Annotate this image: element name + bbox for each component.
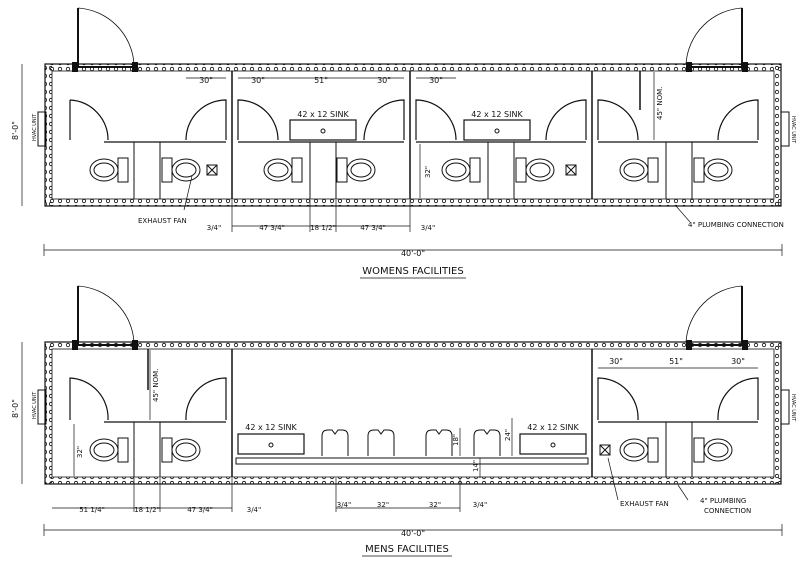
svg-text:30": 30"	[429, 76, 443, 85]
svg-text:EXHAUST FAN: EXHAUST FAN	[620, 500, 669, 508]
svg-text:45" NOM.: 45" NOM.	[656, 87, 664, 120]
hvac-unit-right: HVAC UNIT	[780, 111, 796, 147]
svg-text:3/4": 3/4"	[421, 224, 436, 232]
svg-text:3/4": 3/4"	[207, 224, 222, 232]
svg-text:40'-0": 40'-0"	[401, 249, 425, 258]
svg-text:HVAC UNIT: HVAC UNIT	[32, 113, 38, 141]
entry-door-right	[685, 7, 748, 72]
womens-title: WOMENS FACILITIES	[362, 266, 463, 277]
svg-text:18 1/2": 18 1/2"	[134, 506, 160, 514]
svg-text:14": 14"	[472, 460, 480, 472]
mens-plan: 42 x 12 SINK 42 x 12 SINK 18" 24" 14" HV…	[11, 285, 796, 557]
svg-text:47 3/4": 47 3/4"	[259, 224, 285, 232]
svg-text:30": 30"	[251, 76, 265, 85]
svg-text:HVAC UNIT: HVAC UNIT	[790, 394, 796, 422]
svg-text:45" NOM.: 45" NOM.	[152, 369, 160, 402]
womens-sink-2: 42 x 12 SINK	[463, 110, 531, 141]
svg-text:18 1/2": 18 1/2"	[310, 224, 336, 232]
mens-urinal-counter: 42 x 12 SINK 42 x 12 SINK	[235, 423, 589, 465]
svg-text:32": 32"	[429, 501, 441, 509]
svg-text:30": 30"	[731, 357, 745, 366]
svg-text:4" PLUMBING: 4" PLUMBING	[700, 497, 746, 505]
svg-text:42 x 12 SINK: 42 x 12 SINK	[527, 423, 579, 432]
svg-text:30": 30"	[199, 76, 213, 85]
svg-text:47 3/4": 47 3/4"	[187, 506, 213, 514]
svg-text:3/4": 3/4"	[247, 506, 262, 514]
mens-entry-door-left	[72, 285, 138, 350]
svg-text:32": 32"	[76, 446, 84, 458]
svg-text:32": 32"	[377, 501, 389, 509]
svg-text:51": 51"	[314, 76, 328, 85]
svg-text:18": 18"	[452, 434, 460, 446]
svg-text:3/4": 3/4"	[473, 501, 488, 509]
svg-text:47 3/4": 47 3/4"	[360, 224, 386, 232]
mens-title: MENS FACILITIES	[365, 544, 449, 555]
svg-text:EXHAUST FAN: EXHAUST FAN	[138, 217, 187, 225]
svg-text:8'-0": 8'-0"	[11, 121, 20, 140]
urinals	[321, 429, 501, 456]
svg-text:30": 30"	[377, 76, 391, 85]
svg-text:HVAC UNIT: HVAC UNIT	[32, 391, 38, 419]
svg-text:HVAC UNIT: HVAC UNIT	[790, 116, 796, 144]
svg-text:51": 51"	[669, 357, 683, 366]
svg-text:32": 32"	[424, 166, 432, 178]
svg-text:42 x 12 SINK: 42 x 12 SINK	[471, 110, 523, 119]
svg-text:42 x 12 SINK: 42 x 12 SINK	[297, 110, 349, 119]
womens-sink-1: 42 x 12 SINK	[289, 110, 357, 141]
womens-plan: 42 x 12 SINK 42 x 12 SINK HVAC UNIT	[11, 7, 796, 279]
svg-text:3/4": 3/4"	[337, 501, 352, 509]
mens-hvac-left: HVAC UNIT	[32, 389, 47, 425]
svg-text:4" PLUMBING CONNECTION: 4" PLUMBING CONNECTION	[688, 221, 784, 229]
mens-entry-door-right	[685, 285, 748, 350]
mens-hvac-right: HVAC UNIT	[780, 389, 796, 425]
svg-text:51 1/4": 51 1/4"	[79, 506, 105, 514]
entry-door-left	[72, 7, 138, 72]
svg-text:30": 30"	[609, 357, 623, 366]
svg-text:24": 24"	[504, 429, 512, 441]
svg-text:8'-0": 8'-0"	[11, 399, 20, 418]
svg-text:CONNECTION: CONNECTION	[704, 507, 751, 515]
hvac-unit-left: HVAC UNIT	[32, 111, 47, 147]
womens-toilets	[89, 157, 733, 183]
svg-text:42 x 12 SINK: 42 x 12 SINK	[245, 423, 297, 432]
svg-text:40'-0": 40'-0"	[401, 529, 425, 538]
